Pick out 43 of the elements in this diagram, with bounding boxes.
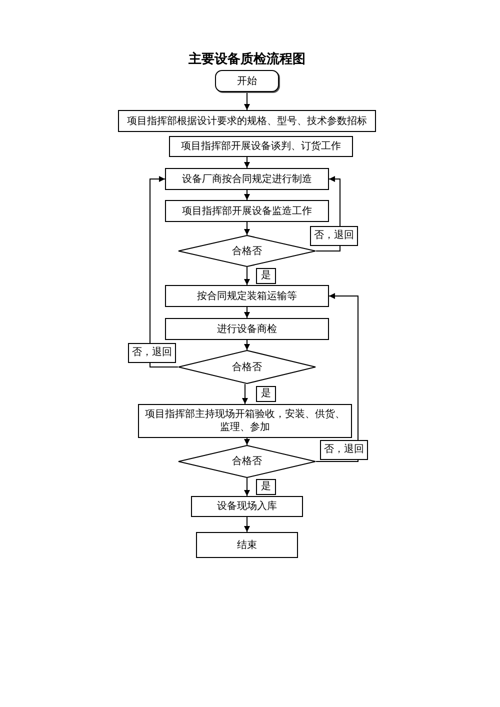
step-label: 设备厂商按合同规定进行制造: [182, 172, 312, 186]
step-label: 项目指挥部开展设备谈判、订货工作: [181, 140, 341, 153]
step-label: 按合同规定装箱运输等: [197, 290, 297, 302]
end-terminal: [196, 532, 298, 558]
edge-label: 否，退回: [310, 226, 358, 246]
process-box: [165, 168, 329, 190]
return-arrow: [150, 176, 178, 368]
flow-arrow: [244, 478, 250, 496]
decision-label: 合格否: [232, 244, 262, 258]
edge-label: 否，退回: [128, 343, 176, 363]
end-label: 结束: [237, 538, 257, 552]
decision-label: 合格否: [232, 455, 262, 468]
process-box: [138, 404, 352, 438]
flow-arrow: [244, 266, 250, 286]
step-label: 设备现场入库: [217, 500, 277, 513]
edge-label: 是: [256, 268, 276, 284]
step-label: 项目指挥部根据设计要求的规格、型号、技术参数招标: [127, 114, 367, 128]
process-box: [169, 136, 353, 157]
step-label: 进行设备商检: [217, 322, 277, 336]
step-label: 项目指挥部主持现场开箱验收，安装、供货、监理、参加: [144, 408, 346, 434]
edge-label: 是: [256, 386, 276, 402]
diagram-title: 主要设备质检流程图: [188, 52, 306, 68]
process-box: [165, 318, 329, 340]
process-box: [165, 285, 329, 307]
return-arrow: [316, 293, 358, 462]
process-box: [191, 496, 303, 517]
flow-arrow: [242, 384, 248, 404]
process-box: [165, 200, 329, 222]
edge-label: 是: [256, 479, 276, 495]
flow-arrow: [244, 516, 250, 532]
start-terminal: [215, 70, 279, 92]
flow-arrow: [244, 340, 250, 350]
flow-arrow: [244, 306, 250, 318]
decision-label: 合格否: [232, 360, 262, 374]
process-box: [118, 110, 376, 132]
step-label: 项目指挥部开展设备监造工作: [182, 204, 312, 218]
start-label: 开始: [237, 74, 257, 88]
flow-arrow: [244, 190, 250, 200]
flow-arrow: [244, 222, 250, 236]
flow-arrow: [244, 438, 250, 446]
flow-arrow: [244, 156, 250, 168]
flow-arrow: [244, 92, 250, 110]
edge-label: 否，退回: [320, 440, 368, 460]
